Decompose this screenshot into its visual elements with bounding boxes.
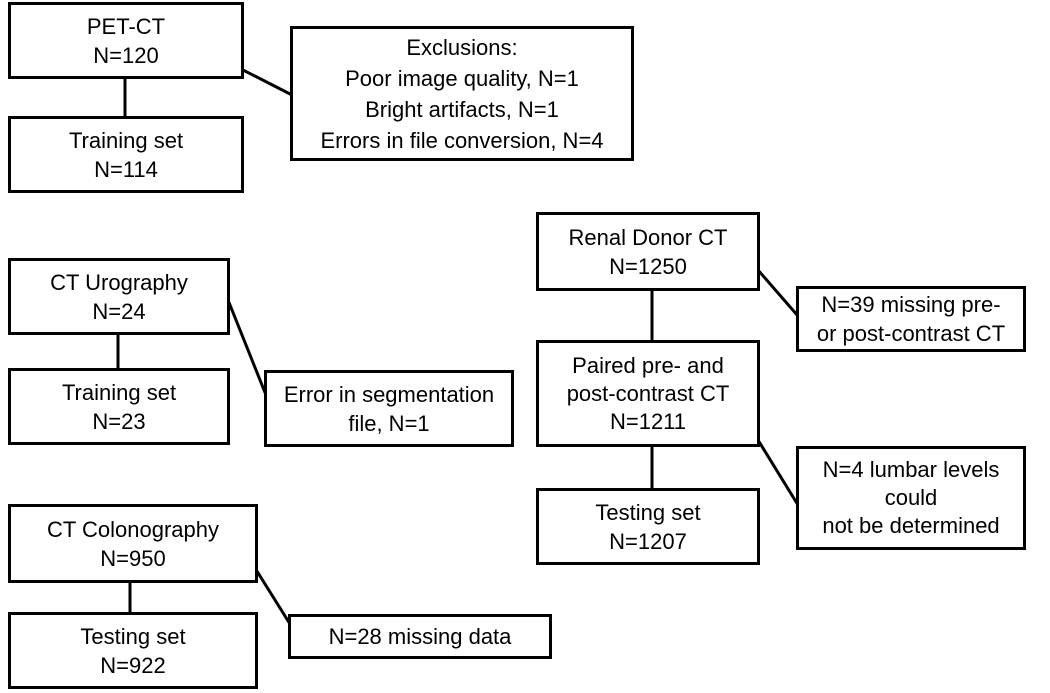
ct-urography-training-title: Training set xyxy=(61,379,177,405)
pet-ct-source-box: PET-CT N=120 xyxy=(8,2,244,79)
paired-contrast-box: Paired pre- and post-contrast CT N=1211 xyxy=(536,340,760,447)
pet-ct-training-count: N=114 xyxy=(94,156,158,182)
exclusion-item: Errors in file conversion, N=4 xyxy=(320,127,604,153)
lumbar-exclusion-line: N=4 lumbar levels xyxy=(822,457,1000,482)
ct-urography-title: CT Urography xyxy=(50,269,188,295)
connector-colonography-exclusion xyxy=(253,567,292,625)
renal-exclusion-line: N=39 missing pre- xyxy=(821,292,1001,317)
ct-urography-training-set-box: Training set N=23 xyxy=(8,368,230,445)
renal-testing-title: Testing set xyxy=(595,499,701,525)
exclusion-item: Bright artifacts, N=1 xyxy=(365,96,559,122)
connector-petct-exclusions xyxy=(242,68,293,97)
renal-donor-title: Renal Donor CT xyxy=(568,224,728,250)
colonography-exclusion-line: N=28 missing data xyxy=(328,624,512,649)
exclusion-item: Poor image quality, N=1 xyxy=(345,65,579,91)
ct-colonography-testing-title: Testing set xyxy=(80,623,186,649)
ct-colonography-testing-count: N=922 xyxy=(100,652,166,678)
pet-ct-training-title: Training set xyxy=(68,127,184,153)
ct-colonography-testing-set-box: Testing set N=922 xyxy=(8,612,258,689)
ct-urography-training-count: N=23 xyxy=(92,408,146,434)
connector-renal-exclusion xyxy=(756,269,800,317)
paired-line: post-contrast CT xyxy=(566,380,730,406)
renal-donor-count: N=1250 xyxy=(609,253,687,279)
pet-ct-training-set-box: Training set N=114 xyxy=(8,116,244,193)
paired-line: Paired pre- and xyxy=(572,352,724,378)
renal-exclusion-line: or post-contrast CT xyxy=(816,321,1006,346)
renal-donor-exclusion-box: N=39 missing pre- or post-contrast CT xyxy=(796,286,1026,352)
lumbar-exclusion-box: N=4 lumbar levels could not be determine… xyxy=(796,446,1026,550)
pet-ct-count: N=120 xyxy=(93,42,159,68)
renal-donor-source-box: Renal Donor CT N=1250 xyxy=(536,212,760,291)
ct-urography-source-box: CT Urography N=24 xyxy=(8,258,230,335)
renal-testing-count: N=1207 xyxy=(609,528,687,554)
pet-ct-exclusions-box: Exclusions: Poor image quality, N=1 Brig… xyxy=(290,26,634,161)
urography-exclusion-line: file, N=1 xyxy=(348,410,430,436)
lumbar-exclusion-line: not be determined xyxy=(822,513,1000,538)
ct-colonography-source-box: CT Colonography N=950 xyxy=(8,504,258,583)
ct-colonography-exclusion-box: N=28 missing data xyxy=(288,614,552,659)
ct-colonography-title: CT Colonography xyxy=(46,516,220,542)
exclusions-heading: Exclusions: xyxy=(406,34,518,60)
renal-testing-set-box: Testing set N=1207 xyxy=(536,488,760,565)
ct-colonography-count: N=950 xyxy=(100,545,166,571)
pet-ct-title: PET-CT xyxy=(86,13,166,39)
paired-count: N=1211 xyxy=(609,408,687,434)
ct-urography-count: N=24 xyxy=(92,298,146,324)
urography-exclusion-line: Error in segmentation xyxy=(283,381,495,407)
connector-urography-exclusion xyxy=(226,299,270,401)
ct-urography-exclusion-box: Error in segmentation file, N=1 xyxy=(264,370,514,447)
lumbar-exclusion-line: could xyxy=(884,485,938,510)
connector-paired-exclusion xyxy=(756,439,800,506)
